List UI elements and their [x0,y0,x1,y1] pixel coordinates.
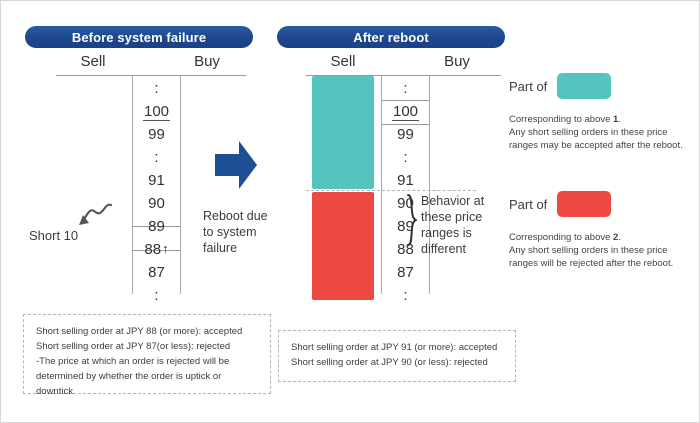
short-10-label: Short 10 [29,228,79,243]
legend-line-2: Any short selling orders in these price … [509,245,674,269]
ladder-cell-value: 88 [144,241,162,258]
ladder-cell: 89 [148,218,165,235]
note-box-before: Short selling order at JPY 88 (or more):… [23,314,271,397]
legend-line-1-suffix: . [618,114,621,125]
ladder-cell: 91 [397,172,414,189]
ladder-cell: 99 [148,126,165,143]
ladder-cell-value: 100 [391,103,420,121]
before-column-buy: Buy [194,53,220,70]
after-ladder-right-border [429,76,430,294]
legend-line-1-suffix: . [618,232,621,243]
behavior-difference-note: Behavior at these price ranges is differ… [421,194,485,256]
ladder-cell: : [403,149,408,166]
ladder-cell: 100 [381,100,430,123]
red-range-block [312,192,374,300]
note-line: Short selling order at JPY 91 (or more):… [291,342,498,353]
legend-line-1-number: 2 [613,232,619,243]
after-ladder-rule-below-100 [381,124,430,125]
before-ladder-rule-below-88 [132,250,181,251]
before-price-ladder: : 100 99 : 91 90 89 88↑ 87 : [132,77,181,307]
ladder-cell: 91 [148,172,165,189]
ladder-cell: 87 [397,264,414,281]
legend-line-1-number: 1 [613,114,619,125]
short-order-squiggle-arrow-icon [79,203,113,225]
ladder-cell: : [154,80,159,97]
after-column-buy: Buy [444,53,470,70]
legend-body-red: Corresponding to above 2. Any short sell… [509,231,685,270]
legend-label: Part of [509,196,548,212]
range-divider-dashed [306,190,476,191]
after-price-ladder: : 100 99 : 91 90 89 88 87 : [381,77,430,307]
note-line: Short selling order at JPY 87(or less): … [36,341,231,352]
ladder-cell: 99 [397,126,414,143]
legend-line-1: Corresponding to above 1. [509,113,685,126]
teal-swatch [557,73,612,99]
after-header-rule [306,75,501,76]
after-ladder-rule-below-dots [381,100,430,101]
legend-label: Part of [509,78,548,94]
note-box-after: Short selling order at JPY 91 (or more):… [278,330,516,382]
legend-line-1-prefix: Corresponding to above [509,114,614,125]
price-range-brace-icon [407,194,417,246]
ladder-cell: : [403,80,408,97]
before-ladder-left-border [132,76,133,294]
red-swatch [557,191,612,217]
legend-line-1: Corresponding to above 2. [509,231,685,244]
before-ladder-rule-above-88 [132,226,181,227]
before-header-rule [56,75,246,76]
panel-title-before: Before system failure [25,26,253,48]
teal-range-block [312,76,374,189]
after-ladder-left-border [381,76,382,294]
ladder-cell: : [154,149,159,166]
ladder-cell-88: 88↑ [132,238,181,261]
legend-line-1-prefix: Corresponding to above [509,232,614,243]
ladder-cell: 90 [148,195,165,212]
ladder-cell: : [403,287,408,304]
ladder-cell: : [154,287,159,304]
legend-body-teal: Corresponding to above 1. Any short sell… [509,113,685,152]
legend-line-2: Any short selling orders in these price … [509,127,683,151]
uptick-arrow-icon: ↑ [162,241,169,256]
legend-item-red: Part of [509,191,612,217]
panel-title-after: After reboot [277,26,505,48]
after-column-sell: Sell [330,53,356,70]
ladder-cell: 90 [397,195,414,212]
ladder-cell-value: 100 [142,103,171,121]
note-line: Short selling order at JPY 88 (or more):… [36,326,243,337]
note-line: -The price at which an order is rejected… [36,356,230,397]
ladder-cell: 100 [132,100,181,123]
ladder-cell: 89 [397,218,414,235]
legend-item-teal: Part of [509,73,612,99]
before-column-sell: Sell [80,53,106,70]
note-line: Short selling order at JPY 90 (or less):… [291,357,488,368]
ladder-cell: 87 [148,264,165,281]
right-arrow-icon [215,141,257,189]
reboot-caption: Reboot due to system failure [203,209,268,255]
before-ladder-right-border [180,76,181,294]
